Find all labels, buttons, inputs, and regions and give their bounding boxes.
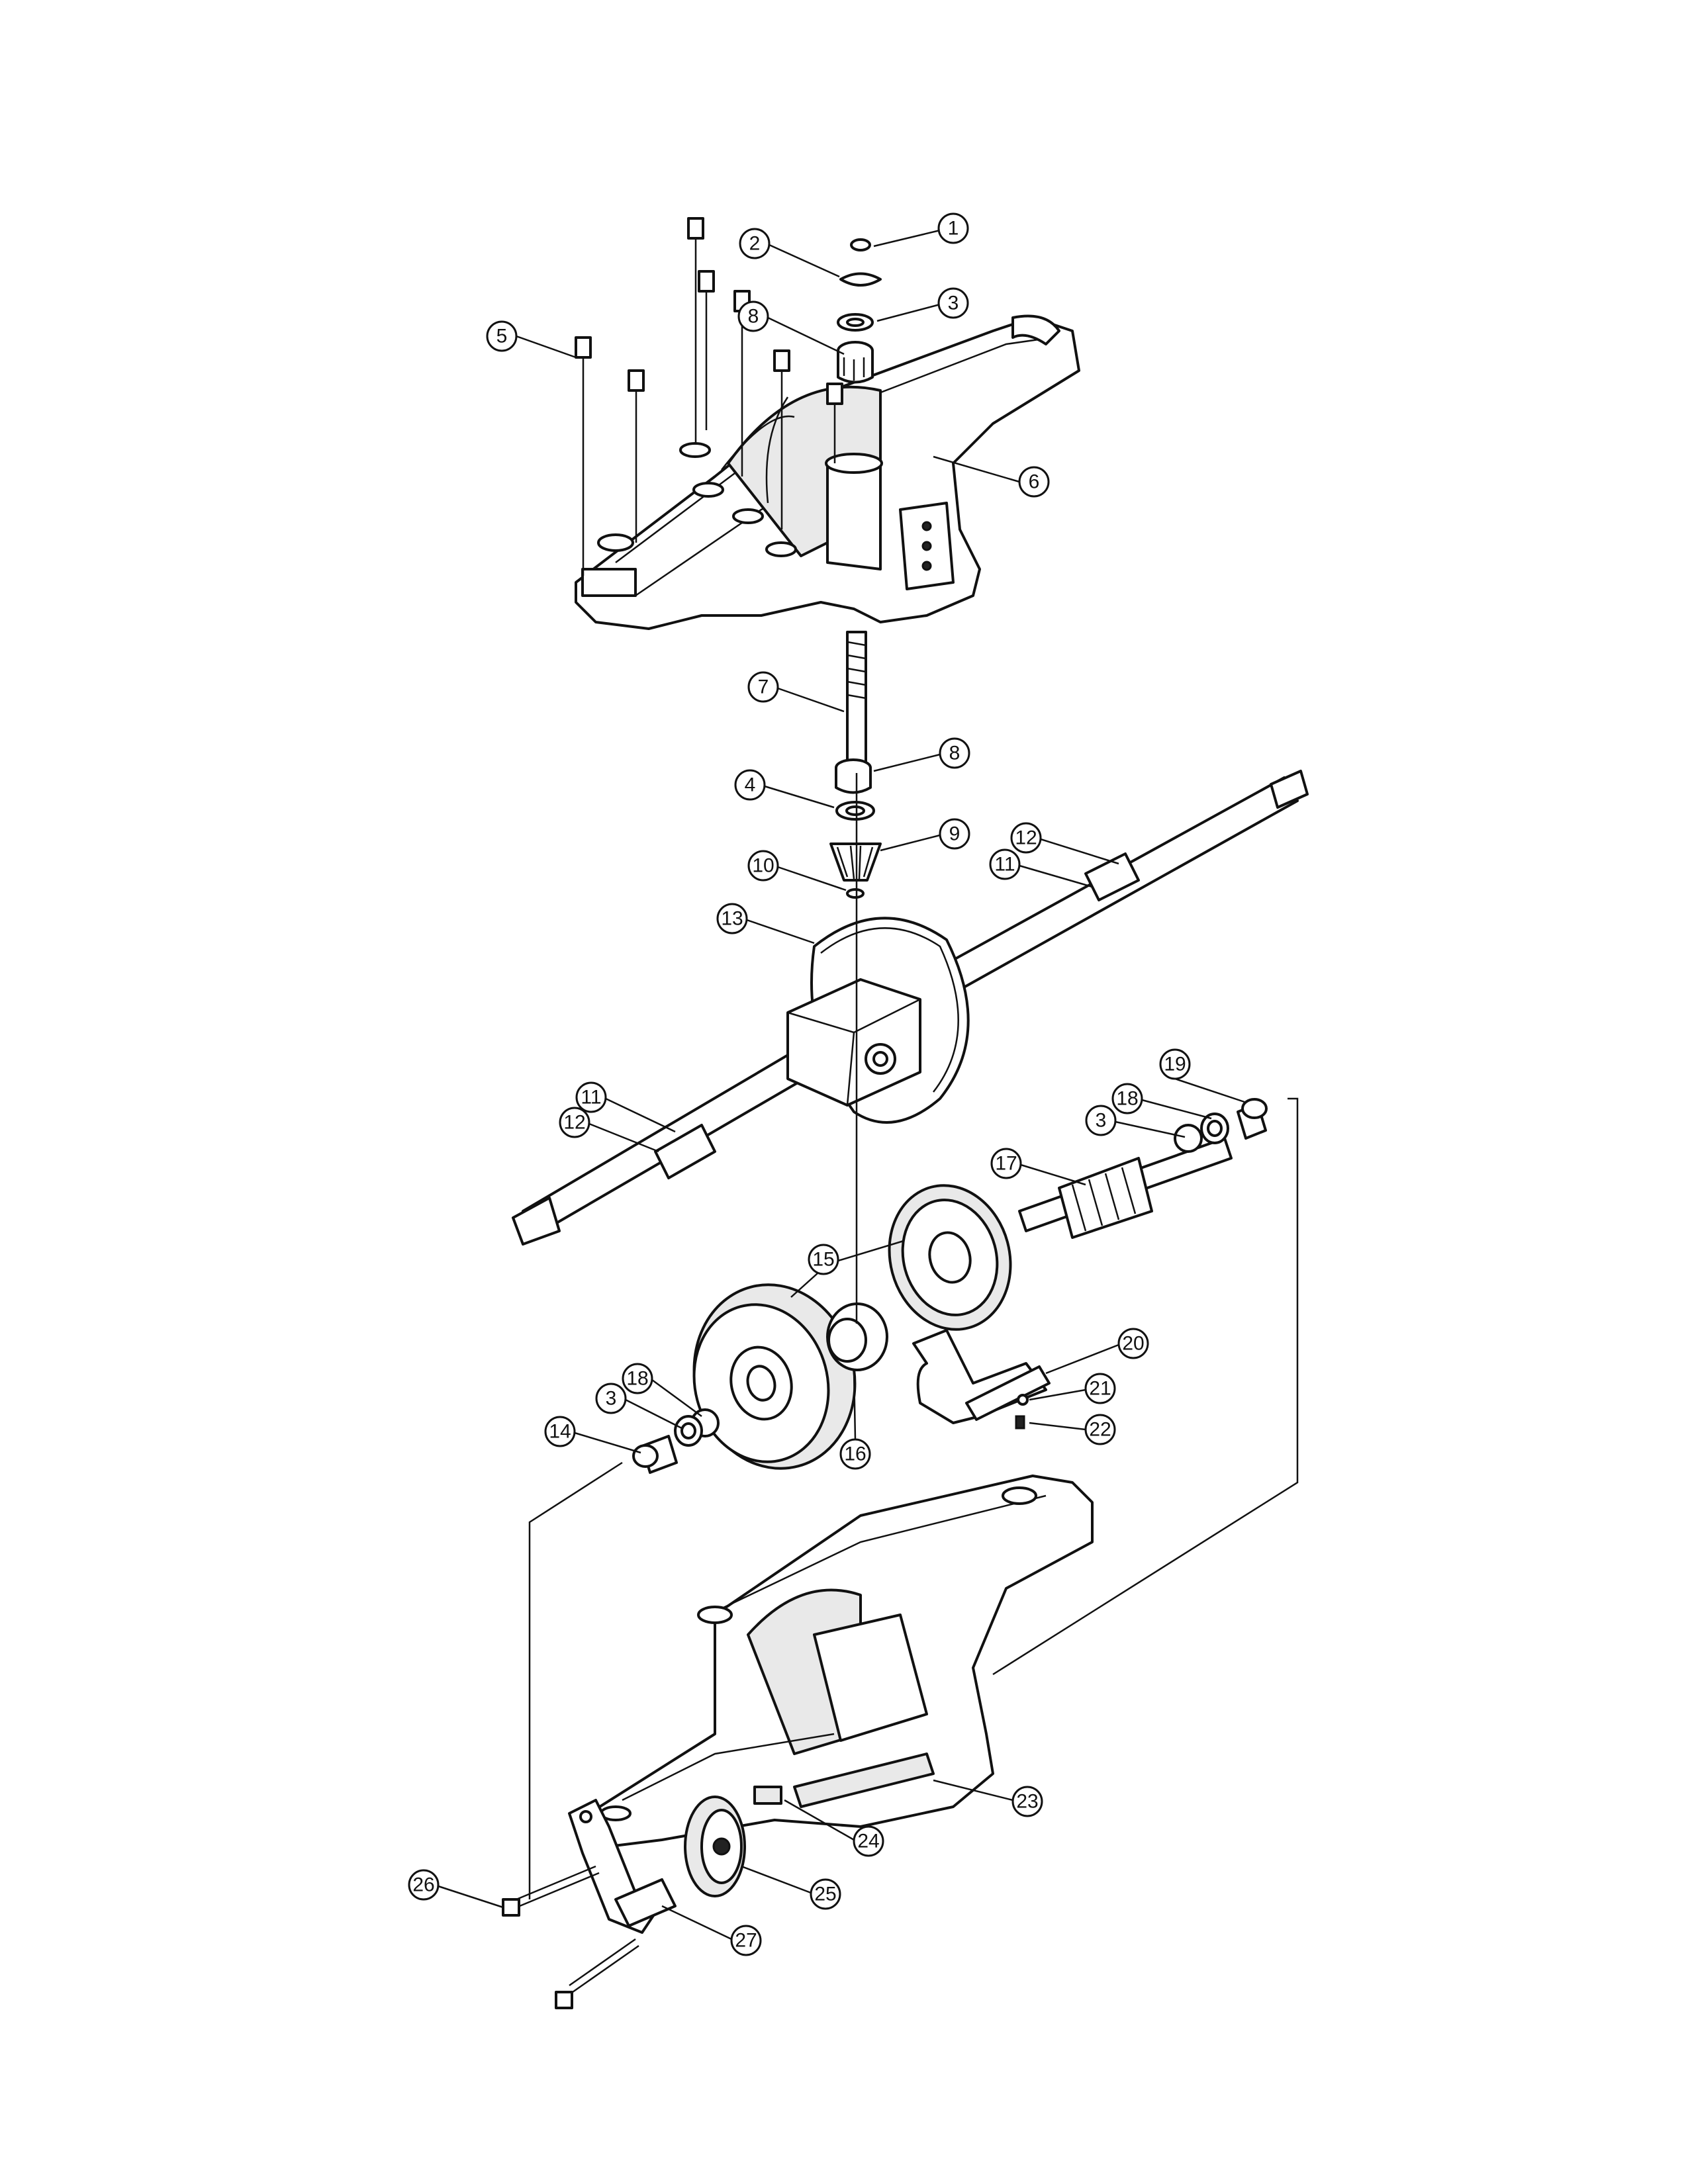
bevel-gear: [888, 1184, 1012, 1331]
callout-label: 19: [1164, 1054, 1186, 1075]
callout-label: 6: [1029, 471, 1040, 493]
callout-label: 8: [949, 743, 961, 764]
callout-8: 8: [939, 737, 970, 769]
callout-label: 7: [758, 676, 769, 698]
callout-label: 26: [412, 1874, 434, 1896]
pulley-assembly: [502, 1786, 782, 2009]
assembly-lines: [528, 773, 1299, 1899]
callout-label: 12: [563, 1112, 585, 1134]
callout-19: 19: [1159, 1048, 1191, 1080]
callout-label: 14: [549, 1421, 571, 1443]
callout-7: 7: [747, 671, 779, 703]
callout-14: 14: [544, 1416, 576, 1447]
shift-fork: [912, 1329, 1051, 1430]
callout-label: 2: [749, 233, 761, 255]
callout-label: 1: [948, 218, 959, 240]
callout-11: 11: [575, 1081, 607, 1113]
callout-label: 16: [844, 1443, 866, 1465]
callout-8: 8: [737, 300, 769, 332]
callout-label: 21: [1089, 1378, 1111, 1400]
callout-15: 15: [808, 1244, 839, 1275]
callout-label: 8: [748, 306, 759, 328]
callout-label: 20: [1122, 1333, 1144, 1355]
callout-4: 4: [734, 769, 766, 801]
callout-label: 11: [581, 1087, 601, 1109]
callout-12: 12: [559, 1107, 590, 1138]
callout-3: 3: [595, 1383, 627, 1414]
callout-label: 3: [948, 293, 959, 314]
callout-21: 21: [1084, 1373, 1116, 1404]
callout-17: 17: [990, 1148, 1022, 1179]
countershaft-stack: [1018, 1098, 1268, 1239]
callout-25: 25: [810, 1878, 841, 1910]
spur-gear: [692, 1283, 857, 1470]
callout-22: 22: [1084, 1414, 1116, 1445]
callout-label: 3: [1096, 1110, 1107, 1132]
callout-label: 17: [995, 1153, 1017, 1175]
callout-label: 4: [745, 774, 756, 796]
callout-6: 6: [1018, 466, 1050, 498]
callout-label: 11: [994, 854, 1015, 876]
callout-label: 5: [496, 326, 508, 347]
axle-differential-assembly: [512, 770, 1309, 1246]
callout-16: 16: [839, 1438, 871, 1470]
callout-12: 12: [1010, 822, 1042, 854]
callout-11: 11: [989, 848, 1021, 880]
callout-label: 9: [949, 823, 961, 845]
left-bushing-stack: [632, 1408, 720, 1474]
callout-23: 23: [1011, 1786, 1043, 1817]
callout-2: 2: [739, 228, 771, 259]
lower-housing: [588, 1475, 1094, 1848]
callout-label: 23: [1016, 1791, 1038, 1813]
callout-20: 20: [1117, 1328, 1149, 1359]
callout-leaders: [438, 229, 1245, 1940]
callout-27: 27: [730, 1925, 762, 1956]
callout-label: 12: [1015, 827, 1037, 849]
callout-13: 13: [716, 903, 748, 934]
callout-label: 25: [814, 1884, 836, 1905]
callouts: 1 2 3 8 5 6 7 8 4 9 10 12 11 13 19 18 3 …: [408, 212, 1191, 1956]
callout-label: 13: [721, 908, 743, 930]
callout-label: 15: [812, 1249, 834, 1271]
callout-18: 18: [1111, 1083, 1143, 1115]
input-shaft: [846, 631, 867, 773]
callout-label: 3: [606, 1388, 617, 1410]
callout-9: 9: [939, 818, 970, 850]
callout-5: 5: [486, 320, 518, 352]
shift-collar: [826, 1302, 888, 1371]
input-shaft-retainers-top: [837, 238, 882, 384]
callout-1: 1: [937, 212, 969, 244]
callout-label: 18: [626, 1368, 648, 1390]
callout-26: 26: [408, 1869, 440, 1901]
callout-label: 10: [752, 855, 774, 877]
callout-label: 27: [735, 1930, 757, 1952]
callout-10: 10: [747, 850, 779, 882]
callout-label: 22: [1089, 1419, 1111, 1441]
callout-3: 3: [937, 287, 969, 319]
lower-pinion-stack: [829, 758, 882, 899]
callout-24: 24: [853, 1825, 884, 1857]
callout-3: 3: [1085, 1105, 1117, 1136]
callout-label: 24: [857, 1831, 879, 1852]
callout-18: 18: [622, 1363, 653, 1394]
callout-label: 18: [1116, 1088, 1138, 1110]
upper-housing: [575, 314, 1080, 630]
